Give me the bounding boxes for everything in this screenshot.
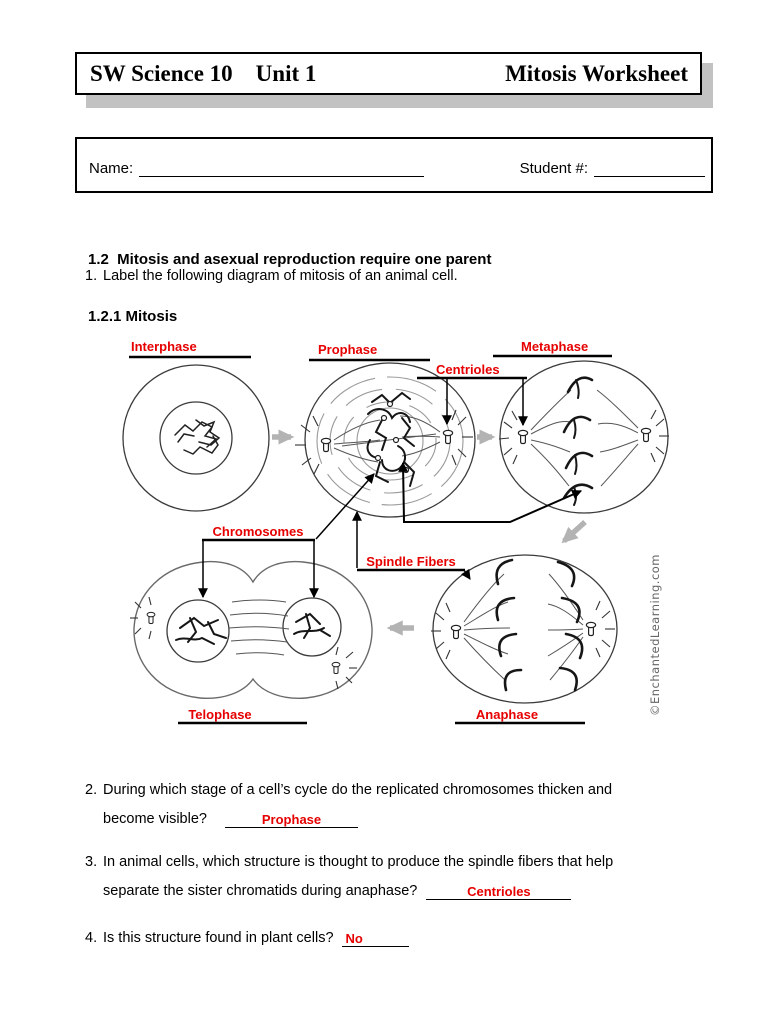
question-text-line1: During which stage of a cell’s cycle do …: [103, 782, 613, 798]
section-heading-line2: 1.2.1 Mitosis: [88, 308, 178, 325]
prophase-right-centriole: [442, 429, 454, 445]
telophase-midbody-lines: [228, 599, 290, 656]
question-number: 3.: [85, 854, 98, 870]
telophase-left-chromosomes: [175, 616, 227, 645]
course-title: SW Science 10 Unit 1: [90, 60, 317, 86]
question-text: Is this structure found in plant cells?: [103, 930, 334, 946]
section-heading: 1.2 Mitosis and asexual reproduction req…: [88, 212, 491, 364]
answer-blank-q3[interactable]: Centrioles: [426, 883, 572, 900]
name-label: Name:: [89, 160, 134, 177]
prophase-label: Prophase: [318, 342, 377, 357]
telophase-right-centriole: [331, 661, 341, 675]
student-number-blank[interactable]: [594, 162, 705, 177]
section-heading-line1: 1.2 Mitosis and asexual reproduction req…: [88, 251, 492, 268]
answer-text: Centrioles: [467, 884, 531, 899]
metaphase-spindle-fibers: [530, 389, 639, 487]
anaphase-chromosomes: [495, 558, 584, 692]
worksheet-title: Mitosis Worksheet: [505, 60, 688, 86]
anaphase-right-centriole: [585, 621, 597, 637]
question-text-line2: become visible?: [103, 811, 207, 827]
question-4: 4. Is this structure found in plant cells…: [85, 924, 409, 953]
anaphase-spindle-fibers: [463, 573, 584, 681]
prophase-left-centriole: [320, 437, 332, 453]
centrioles-label: Centrioles: [436, 362, 500, 377]
question-text: Label the following diagram of mitosis o…: [103, 268, 458, 284]
copyright-text: ©EnchantedLearning.com: [648, 554, 662, 716]
chromosomes-pointer-prophase: [315, 473, 375, 540]
chromosomes-link-prophase-metaphase: [398, 461, 583, 523]
answer-text: No: [345, 931, 363, 946]
question-3: 3. In animal cells, which structure is th…: [85, 848, 613, 906]
name-student-box: Name: Student #:: [75, 137, 713, 193]
metaphase-left-centriole: [517, 429, 529, 445]
telophase-left-centriole: [146, 611, 156, 625]
question-text-line2: separate the sister chromatids during an…: [103, 883, 418, 899]
anaphase-label: Anaphase: [476, 707, 538, 722]
question-number: 1.: [85, 268, 98, 284]
prophase-cell: [295, 362, 476, 518]
mitosis-diagram: Interphase Prophase Metaphase Centrioles…: [122, 339, 669, 725]
question-text-line1: In animal cells, which structure is thou…: [103, 854, 614, 870]
question-2: 2. During which stage of a cell’s cycle d…: [85, 776, 612, 834]
telophase-label: Telophase: [188, 707, 251, 722]
answer-blank-q2[interactable]: Prophase: [225, 811, 359, 828]
spindle-fibers-label: Spindle Fibers: [366, 554, 456, 569]
telophase-right-chromosomes: [293, 612, 331, 639]
student-number-label: Student #:: [519, 160, 588, 177]
arrow-metaphase-to-anaphase-icon: [561, 519, 587, 544]
question-number: 2.: [85, 782, 98, 798]
question-number: 4.: [85, 930, 98, 946]
header-bar: SW Science 10 Unit 1 Mitosis Worksheet: [75, 52, 702, 95]
telophase-cell: [130, 560, 373, 699]
interphase-label: Interphase: [131, 339, 197, 354]
metaphase-chromosomes: [562, 376, 594, 506]
metaphase-right-centriole: [640, 427, 652, 443]
interphase-cell: [122, 364, 270, 512]
question-1: 1. Label the following diagram of mitosis…: [85, 262, 458, 291]
metaphase-label: Metaphase: [521, 339, 588, 354]
chromosomes-label: Chromosomes: [212, 524, 303, 539]
anaphase-cell: [431, 554, 618, 704]
spindle-fibers-pointer-anaphase: [460, 568, 471, 580]
answer-text: Prophase: [261, 812, 322, 827]
answer-blank-q4[interactable]: No: [341, 930, 409, 947]
metaphase-cell: [498, 360, 669, 514]
name-blank[interactable]: [139, 162, 425, 177]
anaphase-left-centriole: [450, 624, 462, 640]
